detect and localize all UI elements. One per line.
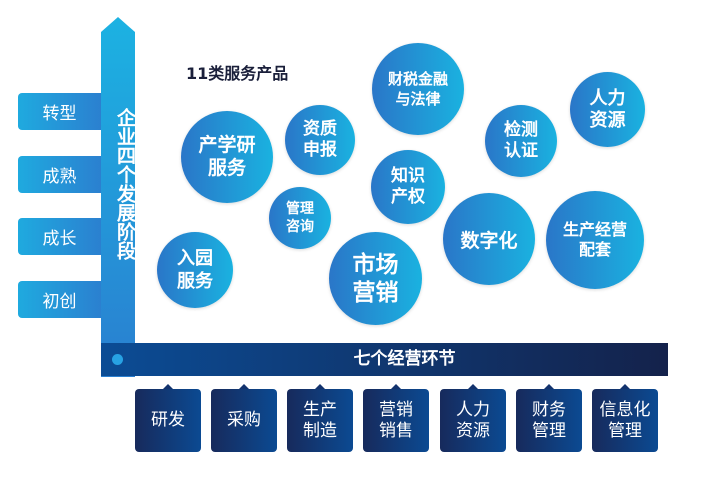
step-sales: 营销 销售 — [363, 384, 429, 452]
development-stages-arrow — [101, 17, 135, 377]
service-marketing: 市场 营销 — [329, 232, 422, 325]
service-park-entry: 入园 服务 — [157, 232, 233, 308]
service-intellectual-property: 知识 产权 — [371, 150, 445, 224]
service-digitalization: 数字化 — [443, 193, 535, 285]
service-finance-tax-law: 财税金融 与法律 — [372, 43, 464, 135]
development-stages-title: 企业四个发展阶段 — [114, 108, 136, 260]
operations-title: 七个经营环节 — [353, 349, 456, 369]
service-production-support: 生产经营 配套 — [546, 191, 644, 289]
step-procurement: 采购 — [211, 384, 277, 452]
stage-startup: 初创 — [18, 281, 101, 318]
step-it-management: 信息化 管理 — [592, 384, 658, 452]
service-testing-certification: 检测 认证 — [485, 105, 557, 177]
service-human-resources: 人力 资源 — [570, 72, 645, 147]
stage-mature: 成熟 — [18, 156, 101, 193]
services-title: 11类服务产品 — [186, 64, 289, 83]
operations-bar — [101, 343, 668, 376]
step-human-resources: 人力 资源 — [440, 384, 506, 452]
stage-growth: 成长 — [18, 218, 101, 255]
bullet-dot-icon — [112, 354, 123, 365]
step-manufacturing: 生产 制造 — [287, 384, 353, 452]
service-industry-research: 产学研 服务 — [181, 111, 273, 203]
step-rnd: 研发 — [135, 384, 201, 452]
stage-transformation: 转型 — [18, 93, 101, 130]
step-finance: 财务 管理 — [516, 384, 582, 452]
service-qualification: 资质 申报 — [285, 105, 355, 175]
service-management-consulting: 管理 咨询 — [269, 187, 331, 249]
